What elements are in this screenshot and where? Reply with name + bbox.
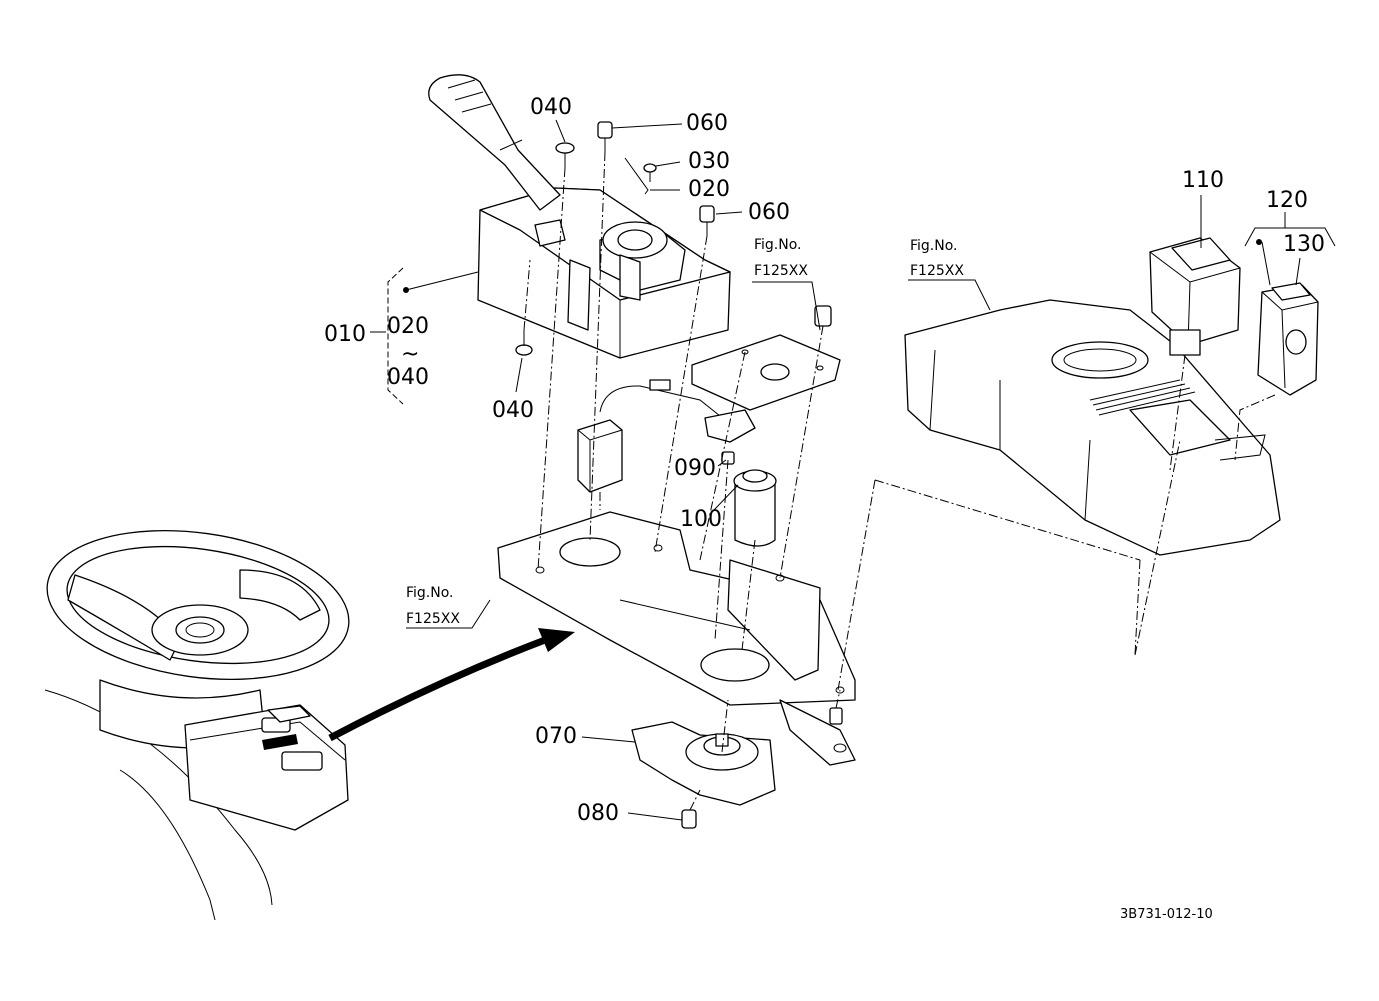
label-060-right: 060	[748, 200, 790, 225]
upper-bracket-plate	[691, 334, 841, 411]
spring-020	[624, 157, 649, 195]
switch-130	[1257, 282, 1319, 396]
label-060-top: 060	[686, 111, 728, 136]
steering-wheel-context-illustration	[44, 529, 350, 921]
label-120: 120	[1266, 188, 1308, 213]
location-arrow	[328, 628, 575, 742]
harness-connector-illustration	[577, 379, 756, 493]
figure-references: Fig.No. F125XX Fig.No. F125XX Fig.No. F1…	[406, 237, 964, 627]
label-110: 110	[1182, 168, 1224, 193]
screw-040-bottom	[515, 330, 533, 356]
label-040-bottom: 040	[492, 398, 534, 423]
part-number-labels: 040 060 030 020 060 010 020 ~ 040 040 09…	[324, 95, 1325, 826]
screw-060-right	[699, 205, 715, 236]
label-040-range-end: 040	[387, 365, 429, 390]
fig-ref-2-line2: F125XX	[910, 263, 964, 279]
fig-ref-1-line1: Fig.No.	[754, 237, 802, 253]
fig-ref-3-line1: Fig.No.	[406, 585, 454, 601]
label-040-top: 040	[530, 95, 572, 120]
label-100: 100	[680, 507, 722, 532]
label-070: 070	[535, 724, 577, 749]
lever-unit-010-illustration	[428, 74, 731, 359]
screw-080	[681, 809, 697, 829]
assembly-lines	[523, 151, 1276, 811]
switch-110	[1149, 237, 1241, 356]
label-020: 020	[688, 177, 730, 202]
label-130: 130	[1283, 232, 1325, 257]
label-080: 080	[577, 801, 619, 826]
screw-060-top	[597, 121, 613, 152]
screw-030	[643, 163, 657, 182]
fig-ref-1-line2: F125XX	[754, 263, 808, 279]
label-090: 090	[674, 456, 716, 481]
label-010: 010	[324, 322, 366, 347]
console-cover	[904, 299, 1281, 556]
fig-ref-3-line2: F125XX	[406, 611, 460, 627]
bolt-base	[829, 707, 843, 725]
label-020-range-start: 020	[387, 314, 429, 339]
screw-040-top	[555, 142, 575, 168]
leader-lines	[370, 119, 1336, 821]
label-range-tilde: ~	[401, 342, 419, 367]
base-plate	[497, 511, 856, 766]
drawing-code: 3B731-012-10	[1120, 907, 1213, 922]
label-030: 030	[688, 149, 730, 174]
knob-100	[733, 469, 777, 547]
fig-ref-2-line1: Fig.No.	[910, 238, 958, 254]
sensor-070	[631, 721, 776, 806]
